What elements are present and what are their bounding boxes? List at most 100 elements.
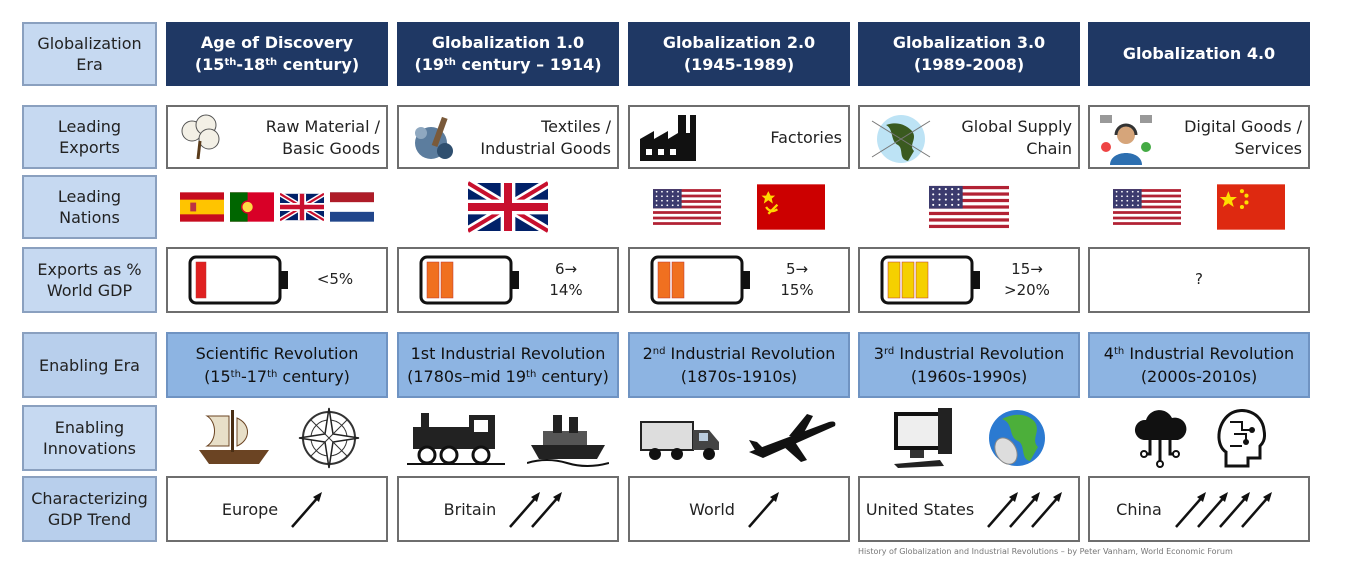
flag-group — [1088, 184, 1310, 230]
era-header: Globalization 2.0(1945-1989) — [628, 22, 850, 86]
enabling-era-period-text: (1780s–mid 19 — [407, 367, 527, 386]
exports-gdp-cell: <5% — [166, 247, 388, 313]
era-period-superscript: th — [224, 57, 237, 68]
exports-gdp-value: ? — [1195, 270, 1203, 288]
era-header: Globalization 1.0(19th century – 1914) — [397, 22, 619, 86]
era-period-text: century – 1914) — [455, 55, 602, 74]
factory-icon — [638, 111, 700, 167]
battery-icon — [188, 255, 292, 309]
usa-flag-icon — [653, 184, 721, 230]
gdp-trend: United States — [866, 489, 1072, 529]
enabling-era-title-text: 4 — [1103, 344, 1114, 363]
era-title: Globalization 3.0 — [892, 33, 1046, 52]
leading-exports-cell: Digital Goods / Services — [1088, 105, 1310, 169]
enabling-era-title-superscript: th — [1113, 346, 1125, 357]
row-label-innovations: Enabling Innovations — [22, 405, 157, 471]
era-header: Age of Discovery(15th-18th century) — [166, 22, 388, 86]
innovation-icons — [397, 409, 619, 467]
era-header-content: Globalization 2.0(1945-1989) — [663, 32, 815, 76]
truck-icon — [637, 412, 723, 464]
gdp-trend-label: World — [689, 499, 735, 519]
enabling-innovations-cell — [628, 405, 850, 471]
china-flag-icon — [1217, 184, 1285, 230]
gdp-trend-label: China — [1116, 499, 1162, 519]
row-label-era: Globalization Era — [22, 22, 157, 86]
enabling-era-title-text: Industrial Revolution — [1124, 344, 1295, 363]
exports-gdp-cell: ? — [1088, 247, 1310, 313]
enabling-era-cell: 4th Industrial Revolution(2000s-2010s) — [1088, 332, 1310, 398]
enabling-era-content: 3rd Industrial Revolution(1960s-1990s) — [874, 342, 1064, 388]
exports-gdp-cell: 6→ 14% — [397, 247, 619, 313]
row-label-text: Leading Exports — [57, 117, 122, 157]
row-label-enabling_era: Enabling Era — [22, 332, 157, 398]
steamship-icon — [527, 409, 609, 467]
era-period-text: -18 — [236, 55, 266, 74]
era-period: (19th century – 1914) — [414, 54, 601, 76]
exports-gdp-value: 15→ >20% — [1004, 260, 1050, 299]
enabling-era-cell: 2nd Industrial Revolution(1870s-1910s) — [628, 332, 850, 398]
enabling-era-content: 4th Industrial Revolution(2000s-2010s) — [1104, 342, 1294, 388]
enabling-era-period-text: -17 — [240, 367, 268, 386]
gdp-trend-label: United States — [865, 499, 975, 519]
uk-flag-icon — [468, 180, 548, 234]
loom-icon — [407, 111, 463, 171]
enabling-innovations-cell — [397, 405, 619, 471]
innovation-icons — [1088, 406, 1310, 470]
enabling-era-title: 1st Industrial Revolution — [407, 342, 609, 365]
leading-nations-cell — [397, 175, 619, 239]
era-header: Globalization 4.0 — [1088, 22, 1310, 86]
enabling-era-title: Scientific Revolution — [196, 342, 359, 365]
leading-exports-cell: Factories — [628, 105, 850, 169]
enabling-era-content: 2nd Industrial Revolution(1870s-1910s) — [643, 342, 836, 388]
era-period: (1945-1989) — [663, 54, 815, 76]
ai-head-icon — [1212, 406, 1268, 470]
leading-exports-label: Raw Material / Basic Goods — [265, 117, 380, 158]
era-period-superscript: th — [265, 57, 278, 68]
flag-group — [858, 180, 1080, 234]
enabling-era-period: (1960s-1990s) — [874, 365, 1064, 388]
enabling-era-title-text: Industrial Revolution — [894, 344, 1065, 363]
enabling-era-period-text: (1870s-1910s) — [680, 367, 798, 386]
gdp-trend: China — [1116, 489, 1282, 529]
ussr-flag-icon — [757, 184, 825, 230]
gdp-trend-cell: Europe — [166, 476, 388, 542]
row-label-gdp: Exports as % World GDP — [22, 247, 157, 313]
era-period-text: century) — [277, 55, 360, 74]
row-label-nations: Leading Nations — [22, 175, 157, 239]
enabling-innovations-cell — [166, 405, 388, 471]
era-period: (15th-18th century) — [195, 54, 359, 76]
trend-arrows-icon — [290, 489, 332, 529]
leading-nations-cell — [858, 175, 1080, 239]
row-label-text: Enabling Era — [39, 355, 140, 375]
enabling-era-cell: Scientific Revolution(15th-17th century) — [166, 332, 388, 398]
leading-exports-label: Textiles / Industrial Goods — [480, 117, 611, 158]
innovation-icons — [166, 406, 388, 470]
battery-icon — [419, 255, 523, 309]
usa-flag-icon — [929, 180, 1009, 234]
gdp-trend-cell: China — [1088, 476, 1310, 542]
era-header: Globalization 3.0(1989-2008) — [858, 22, 1080, 86]
airplane-icon — [745, 412, 841, 464]
enabling-era-period-superscript: th — [230, 369, 241, 380]
cotton-icon — [176, 111, 226, 165]
gdp-trend: World — [689, 489, 789, 529]
flag-group — [397, 180, 619, 234]
enabling-era-period-text: century) — [277, 367, 350, 386]
row-label-text: Exports as % World GDP — [37, 260, 142, 300]
compass-icon — [297, 406, 361, 470]
leading-nations-cell — [628, 175, 850, 239]
row-label-trend: Characterizing GDP Trend — [22, 476, 157, 542]
battery-icon — [650, 255, 754, 309]
enabling-era-title-text: Scientific Revolution — [195, 344, 359, 363]
innovation-icons — [628, 412, 850, 464]
gdp-trend-cell: United States — [858, 476, 1080, 542]
trend-arrows-icon — [986, 489, 1072, 529]
era-header-content: Globalization 4.0 — [1123, 43, 1275, 65]
leading-nations-cell — [166, 175, 388, 239]
ship-icon — [193, 406, 275, 470]
exports-gdp-cell: 5→ 15% — [628, 247, 850, 313]
locomotive-icon — [407, 409, 505, 467]
exports-gdp-value: 6→ 14% — [549, 260, 583, 299]
enabling-era-period-superscript: th — [267, 369, 278, 380]
exports-gdp-value: <5% — [316, 270, 354, 288]
